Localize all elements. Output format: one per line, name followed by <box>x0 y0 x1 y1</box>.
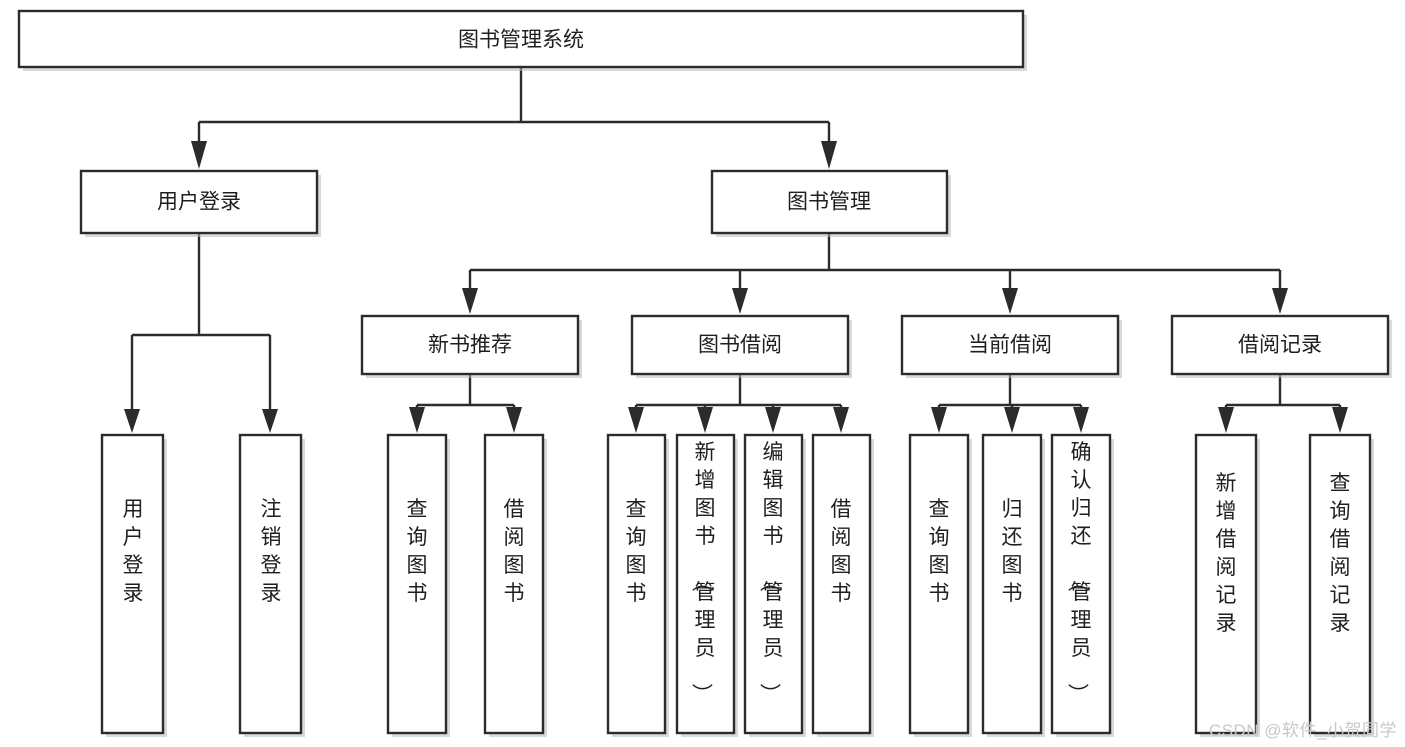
node-current-borrow-box <box>900 314 1120 376</box>
leaf-12-box <box>1194 433 1258 735</box>
leaf-node-query-book-2[interactable]: 查询图书 <box>606 433 669 737</box>
leaf-3-box <box>386 433 448 735</box>
leaf-7-box <box>743 433 804 735</box>
node-new-book-label: 新书推荐 <box>428 334 512 357</box>
arrow-to-leaf-12 <box>1218 407 1234 433</box>
leaf-13-label: 查询借阅记录 <box>1330 472 1351 635</box>
node-new-book-recommend[interactable]: 新书推荐 <box>360 314 582 378</box>
arrow-to-leaf-2 <box>262 409 278 433</box>
node-current-borrow-label: 当前借阅 <box>968 334 1052 357</box>
connector-layer <box>124 67 1348 433</box>
arrow-to-current-borrow <box>1002 288 1018 314</box>
arrow-to-leaf-11 <box>1073 407 1089 433</box>
connector-new-book-bus <box>415 374 516 411</box>
node-borrow-record-box <box>1170 314 1390 376</box>
leaf-9-label: 查询图书 <box>929 498 950 605</box>
csdn-watermark: CSDN @软件_小贺同学 <box>1208 721 1397 740</box>
arrow-to-leaf-6 <box>697 407 713 433</box>
node-borrow-record[interactable]: 借阅记录 <box>1170 314 1392 378</box>
leaf-2-label: 注销登录 <box>261 498 282 605</box>
leaf-2-box <box>238 433 303 735</box>
leaf-6-label: 新增图书（管理员） <box>690 441 716 704</box>
arrow-to-leaf-4 <box>506 407 522 433</box>
node-book-borrow-label: 图书借阅 <box>698 334 782 357</box>
arrow-to-borrow-record <box>1272 288 1288 314</box>
connector-borrow-record-bus <box>1224 374 1342 411</box>
node-user-login-box <box>79 169 319 235</box>
leaf-1-label: 用户登录 <box>123 498 144 605</box>
leaf-node-add-book-admin[interactable]: 新增图书（管理员） <box>675 433 738 737</box>
node-book-borrow-box <box>630 314 850 376</box>
connector-user-login-bus <box>130 233 272 411</box>
leaf-node-add-borrow-record[interactable]: 新增借阅记录 <box>1194 433 1260 737</box>
leaf-10-label: 归还图书 <box>1002 498 1023 605</box>
leaf-8-box <box>811 433 872 735</box>
node-layer: 图书管理系统 用户登录 图书管理 新书推荐 图书 <box>17 9 1392 737</box>
leaf-node-user-login[interactable]: 用户登录 <box>100 433 167 737</box>
leaf-11-box <box>1050 433 1112 735</box>
leaf-node-confirm-return-admin[interactable]: 确认归还（管理员） <box>1050 433 1114 737</box>
node-book-manage-box <box>710 169 949 235</box>
leaf-5-label: 查询图书 <box>626 498 647 605</box>
leaf-1-box <box>100 433 165 735</box>
node-borrow-record-label: 借阅记录 <box>1238 334 1322 357</box>
node-root-box <box>17 9 1025 69</box>
node-current-borrow[interactable]: 当前借阅 <box>900 314 1122 378</box>
node-book-manage-label: 图书管理 <box>787 191 871 214</box>
leaf-3-label: 查询图书 <box>407 498 428 605</box>
leaf-node-query-book-1[interactable]: 查询图书 <box>386 433 450 737</box>
leaf-6-box <box>675 433 736 735</box>
node-new-book-box <box>360 314 580 376</box>
leaf-7-label: 编辑图书（管理员） <box>758 441 784 704</box>
arrow-to-leaf-7 <box>765 407 781 433</box>
arrow-to-book-manage <box>821 141 837 169</box>
arrow-to-leaf-3 <box>409 407 425 433</box>
leaf-node-borrow-book-2[interactable]: 借阅图书 <box>811 433 874 737</box>
arrow-to-user-login <box>191 141 207 169</box>
leaf-node-logout[interactable]: 注销登录 <box>238 433 305 737</box>
leaf-5-box <box>606 433 667 735</box>
connector-book-borrow-bus <box>634 374 843 411</box>
leaf-4-label: 借阅图书 <box>504 498 525 605</box>
leaf-node-query-borrow-record[interactable]: 查询借阅记录 <box>1308 433 1374 737</box>
arrow-to-leaf-13 <box>1332 407 1348 433</box>
arrow-to-leaf-1 <box>124 409 140 433</box>
arrow-to-leaf-5 <box>628 407 644 433</box>
leaf-node-borrow-book-1[interactable]: 借阅图书 <box>483 433 547 737</box>
leaf-node-edit-book-admin[interactable]: 编辑图书（管理员） <box>743 433 806 737</box>
leaf-12-label: 新增借阅记录 <box>1216 472 1237 635</box>
node-root[interactable]: 图书管理系统 <box>17 9 1027 71</box>
leaf-13-box <box>1308 433 1372 735</box>
leaf-node-query-book-3[interactable]: 查询图书 <box>908 433 972 737</box>
node-user-login-label: 用户登录 <box>157 191 241 214</box>
arrow-to-leaf-8 <box>833 407 849 433</box>
leaf-10-box <box>981 433 1043 735</box>
node-root-label: 图书管理系统 <box>458 29 584 52</box>
arrow-to-book-borrow <box>732 288 748 314</box>
leaf-11-label: 确认归还（管理员） <box>1066 441 1092 704</box>
leaf-9-box <box>908 433 970 735</box>
arrow-to-new-book <box>462 288 478 314</box>
node-book-borrow[interactable]: 图书借阅 <box>630 314 852 378</box>
leaf-8-label: 借阅图书 <box>831 498 852 605</box>
node-user-login[interactable]: 用户登录 <box>79 169 321 237</box>
node-book-manage[interactable]: 图书管理 <box>710 169 951 237</box>
arrow-to-leaf-10 <box>1004 407 1020 433</box>
leaf-4-box <box>483 433 545 735</box>
connector-current-borrow-bus <box>937 374 1083 411</box>
arrow-to-leaf-9 <box>931 407 947 433</box>
connector-root-bus <box>197 67 831 143</box>
connector-book-manage-bus <box>468 233 1282 290</box>
leaf-node-return-book[interactable]: 归还图书 <box>981 433 1045 737</box>
